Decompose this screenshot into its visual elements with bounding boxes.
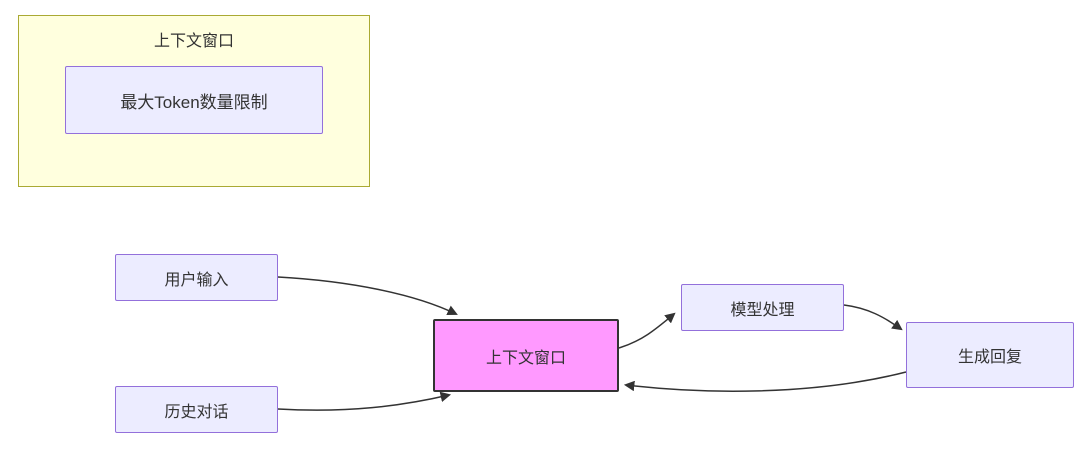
node-history-dialogue: 历史对话 bbox=[115, 386, 278, 433]
node-context-window: 上下文窗口 bbox=[433, 319, 619, 392]
node-generate-reply: 生成回复 bbox=[906, 322, 1074, 388]
edge-history-dialogue-to-context-window bbox=[277, 391, 452, 411]
cluster-title: 上下文窗口 bbox=[153, 33, 234, 50]
edge-model-processing-to-generate-reply bbox=[843, 304, 903, 331]
edge-user-input-to-context-window bbox=[277, 276, 458, 316]
node-user-input: 用户输入 bbox=[115, 254, 278, 301]
node-max-token-limit: 最大Token数量限制 bbox=[65, 66, 323, 134]
edge-context-window-to-model-processing bbox=[618, 312, 676, 349]
node-model-processing: 模型处理 bbox=[681, 284, 844, 331]
edge-generate-reply-to-context-window bbox=[623, 371, 907, 392]
